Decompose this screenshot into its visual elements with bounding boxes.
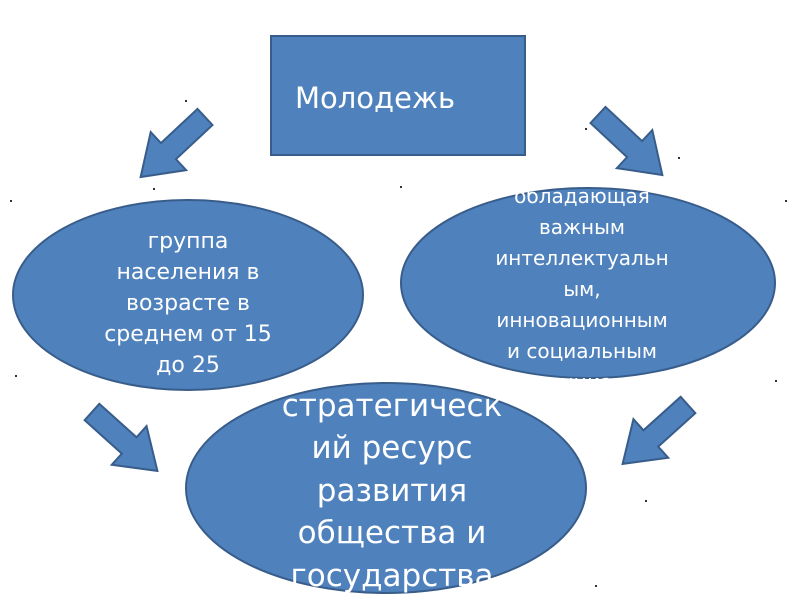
right-line: важным xyxy=(539,215,625,239)
right-ellipse: обладающая важным интеллектуальн ым, инн… xyxy=(400,184,776,394)
bottom-line: развития xyxy=(317,473,467,509)
title-box: Молодежь xyxy=(270,35,526,156)
left-ellipse: группа населения в возрасте в среднем от… xyxy=(12,199,364,391)
left-line: населения в xyxy=(117,260,260,285)
arrow-down-left-icon xyxy=(121,96,224,198)
arrow-down-right-icon xyxy=(579,94,682,196)
right-line: инновационным xyxy=(496,308,667,332)
bottom-ellipse: стратегическ ий ресурс развития общества… xyxy=(185,382,587,594)
left-line: до 25 xyxy=(156,353,220,378)
bottom-line: стратегическ xyxy=(282,388,503,424)
right-line: и социальным xyxy=(507,339,657,363)
right-line: интеллектуальн xyxy=(495,246,668,270)
arrow-down-right-icon xyxy=(73,391,176,492)
title-label: Молодежь xyxy=(295,81,455,115)
left-line: среднем от 15 xyxy=(104,322,272,347)
bottom-line: ий ресурс xyxy=(311,430,472,466)
right-line: ым, xyxy=(563,277,600,301)
decorative-dots xyxy=(10,100,787,587)
arrow-down-left-icon xyxy=(604,384,707,485)
bottom-line: общества и xyxy=(298,515,487,551)
left-line: группа xyxy=(148,229,229,254)
right-line: обладающая xyxy=(514,184,650,208)
bottom-line: государства xyxy=(290,558,493,594)
left-line: возрасте в xyxy=(126,291,250,316)
right-line: потенциалом xyxy=(511,370,652,394)
